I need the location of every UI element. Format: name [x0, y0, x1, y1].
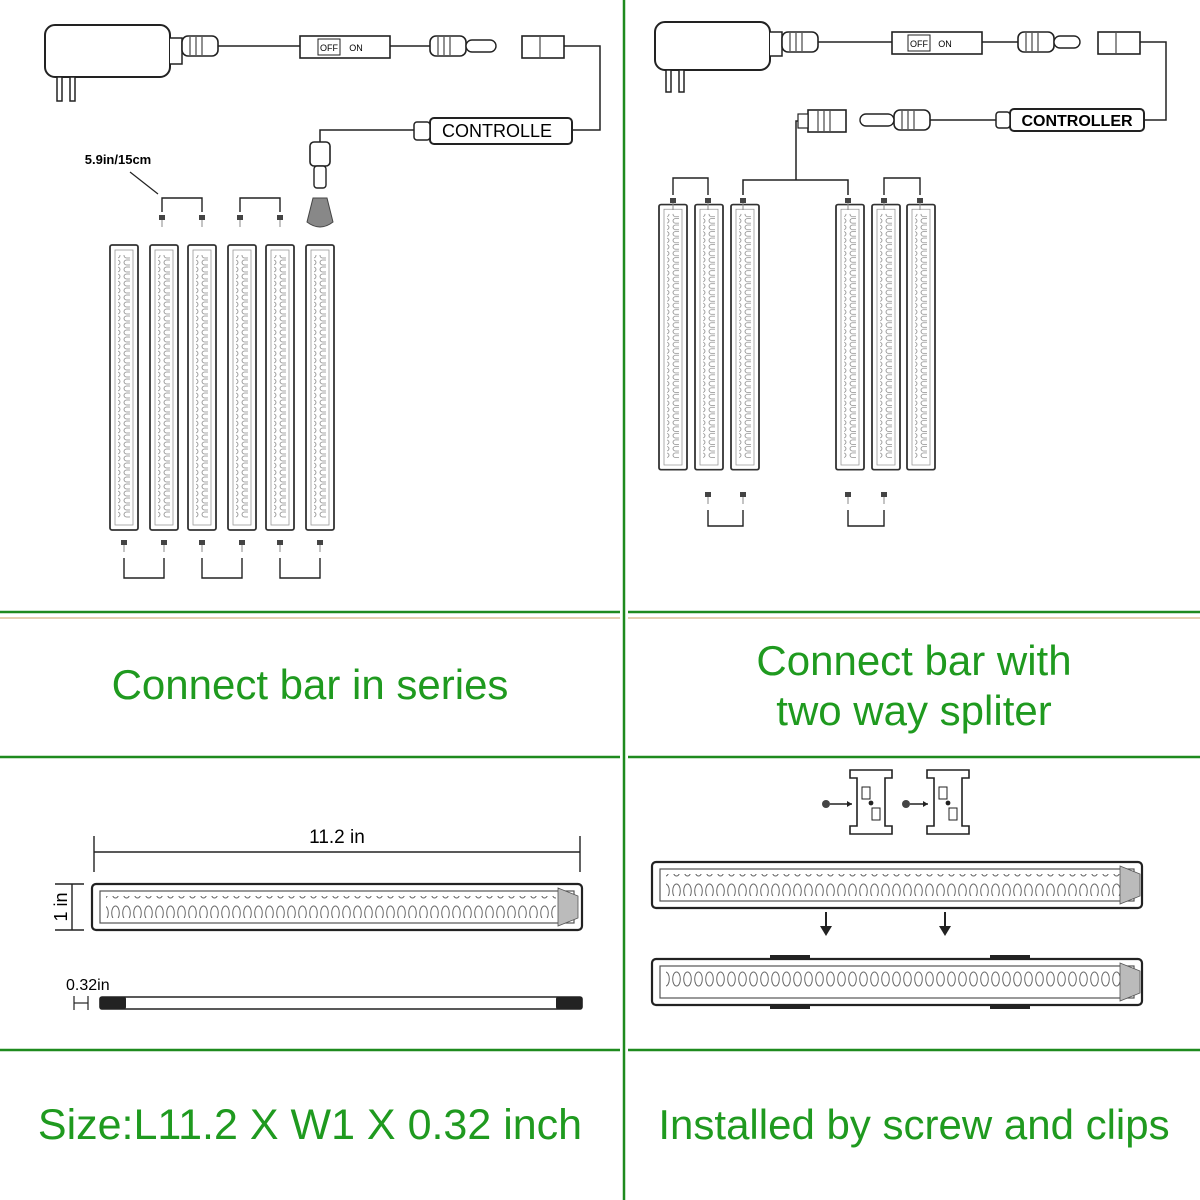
- led-bar-top-view: [90, 882, 584, 932]
- led-bar: [305, 244, 335, 531]
- splitter-connector-icon: [797, 109, 847, 133]
- bottom-plugs: [120, 539, 324, 553]
- led-bar: [149, 244, 179, 531]
- bottom-jumpers: [123, 558, 321, 579]
- bottom-plugs: [704, 491, 888, 505]
- down-arrow-icon: [820, 912, 832, 936]
- spacing-pointer: [129, 171, 159, 195]
- series-wiring-diagram: OFF ON CONTROLLE 5.9in/15cm: [44, 24, 601, 579]
- length-label: 11.2 in: [309, 827, 365, 848]
- led-bar: [694, 203, 724, 471]
- led-bar: [871, 203, 901, 471]
- thickness-label: 0.32in: [66, 977, 110, 994]
- splitter-caption-line2: two way spliter: [776, 687, 1052, 735]
- led-bar: [730, 203, 760, 471]
- switch-on-label: ON: [938, 39, 952, 49]
- bottom-jumpers: [707, 510, 885, 527]
- down-arrow-icon: [939, 912, 951, 936]
- splitter-caption: Connect bar with two way spliter: [628, 636, 1200, 737]
- mounting-clip-icon: [849, 769, 893, 835]
- dc-connector-male-icon: [859, 109, 931, 131]
- splitter-wiring-diagram: OFF ON CONTROLLER: [654, 21, 1167, 527]
- controller-label: CONTROLLER: [1021, 113, 1133, 130]
- led-bar: [906, 203, 936, 471]
- led-bar-row: [109, 244, 335, 531]
- controller-box: CONTROLLE: [413, 117, 573, 145]
- led-bar: [835, 203, 865, 471]
- splitter-wire: [742, 179, 849, 195]
- controller-label: CONTROLLE: [442, 121, 552, 141]
- spacing-label: 5.9in/15cm: [85, 152, 152, 167]
- top-plugs: [158, 214, 284, 228]
- dc-connector-male-icon: [429, 35, 497, 57]
- screw-icon: [902, 800, 928, 808]
- screw-icon: [822, 800, 852, 808]
- led-bar: [187, 244, 217, 531]
- dc-connector-male-icon: [1017, 31, 1081, 53]
- switch-off-label: OFF: [910, 39, 928, 49]
- top-jumpers: [672, 177, 921, 195]
- top-jumpers: [161, 197, 281, 212]
- install-diagram: [650, 769, 1144, 1009]
- width-label: 1 in: [51, 892, 71, 921]
- connector-plug-icon: [306, 141, 334, 228]
- led-bar: [227, 244, 257, 531]
- size-caption: Size:L11.2 X W1 X 0.32 inch: [37, 1101, 583, 1149]
- splitter-caption-line1: Connect bar with: [756, 637, 1072, 684]
- dc-connector-female-icon: [1097, 31, 1141, 55]
- led-bar-mounted: [650, 957, 1144, 1007]
- led-bar-group-left: [658, 203, 760, 471]
- led-bar: [265, 244, 295, 531]
- install-caption: Installed by screw and clips: [658, 1101, 1170, 1148]
- power-adapter-icon: [654, 21, 819, 93]
- led-bar: [658, 203, 688, 471]
- power-adapter-icon: [44, 24, 219, 102]
- switch-on-label: ON: [349, 43, 363, 53]
- mounting-clip-icon: [926, 769, 970, 835]
- dc-connector-female-icon: [521, 35, 565, 59]
- led-bar-group-right: [835, 203, 936, 471]
- switch-off-label: OFF: [320, 43, 338, 53]
- series-caption: Connect bar in series: [111, 661, 509, 708]
- power-switch: OFF ON: [299, 35, 391, 59]
- controller-box: CONTROLLER: [995, 108, 1145, 132]
- led-bar: [109, 244, 139, 531]
- led-bar-before-mount: [650, 860, 1144, 910]
- size-dimension-diagram: 11.2 in 1 in 0.32in: [51, 827, 584, 1010]
- led-bar-side-view: [99, 996, 583, 1010]
- power-switch: OFF ON: [891, 31, 983, 55]
